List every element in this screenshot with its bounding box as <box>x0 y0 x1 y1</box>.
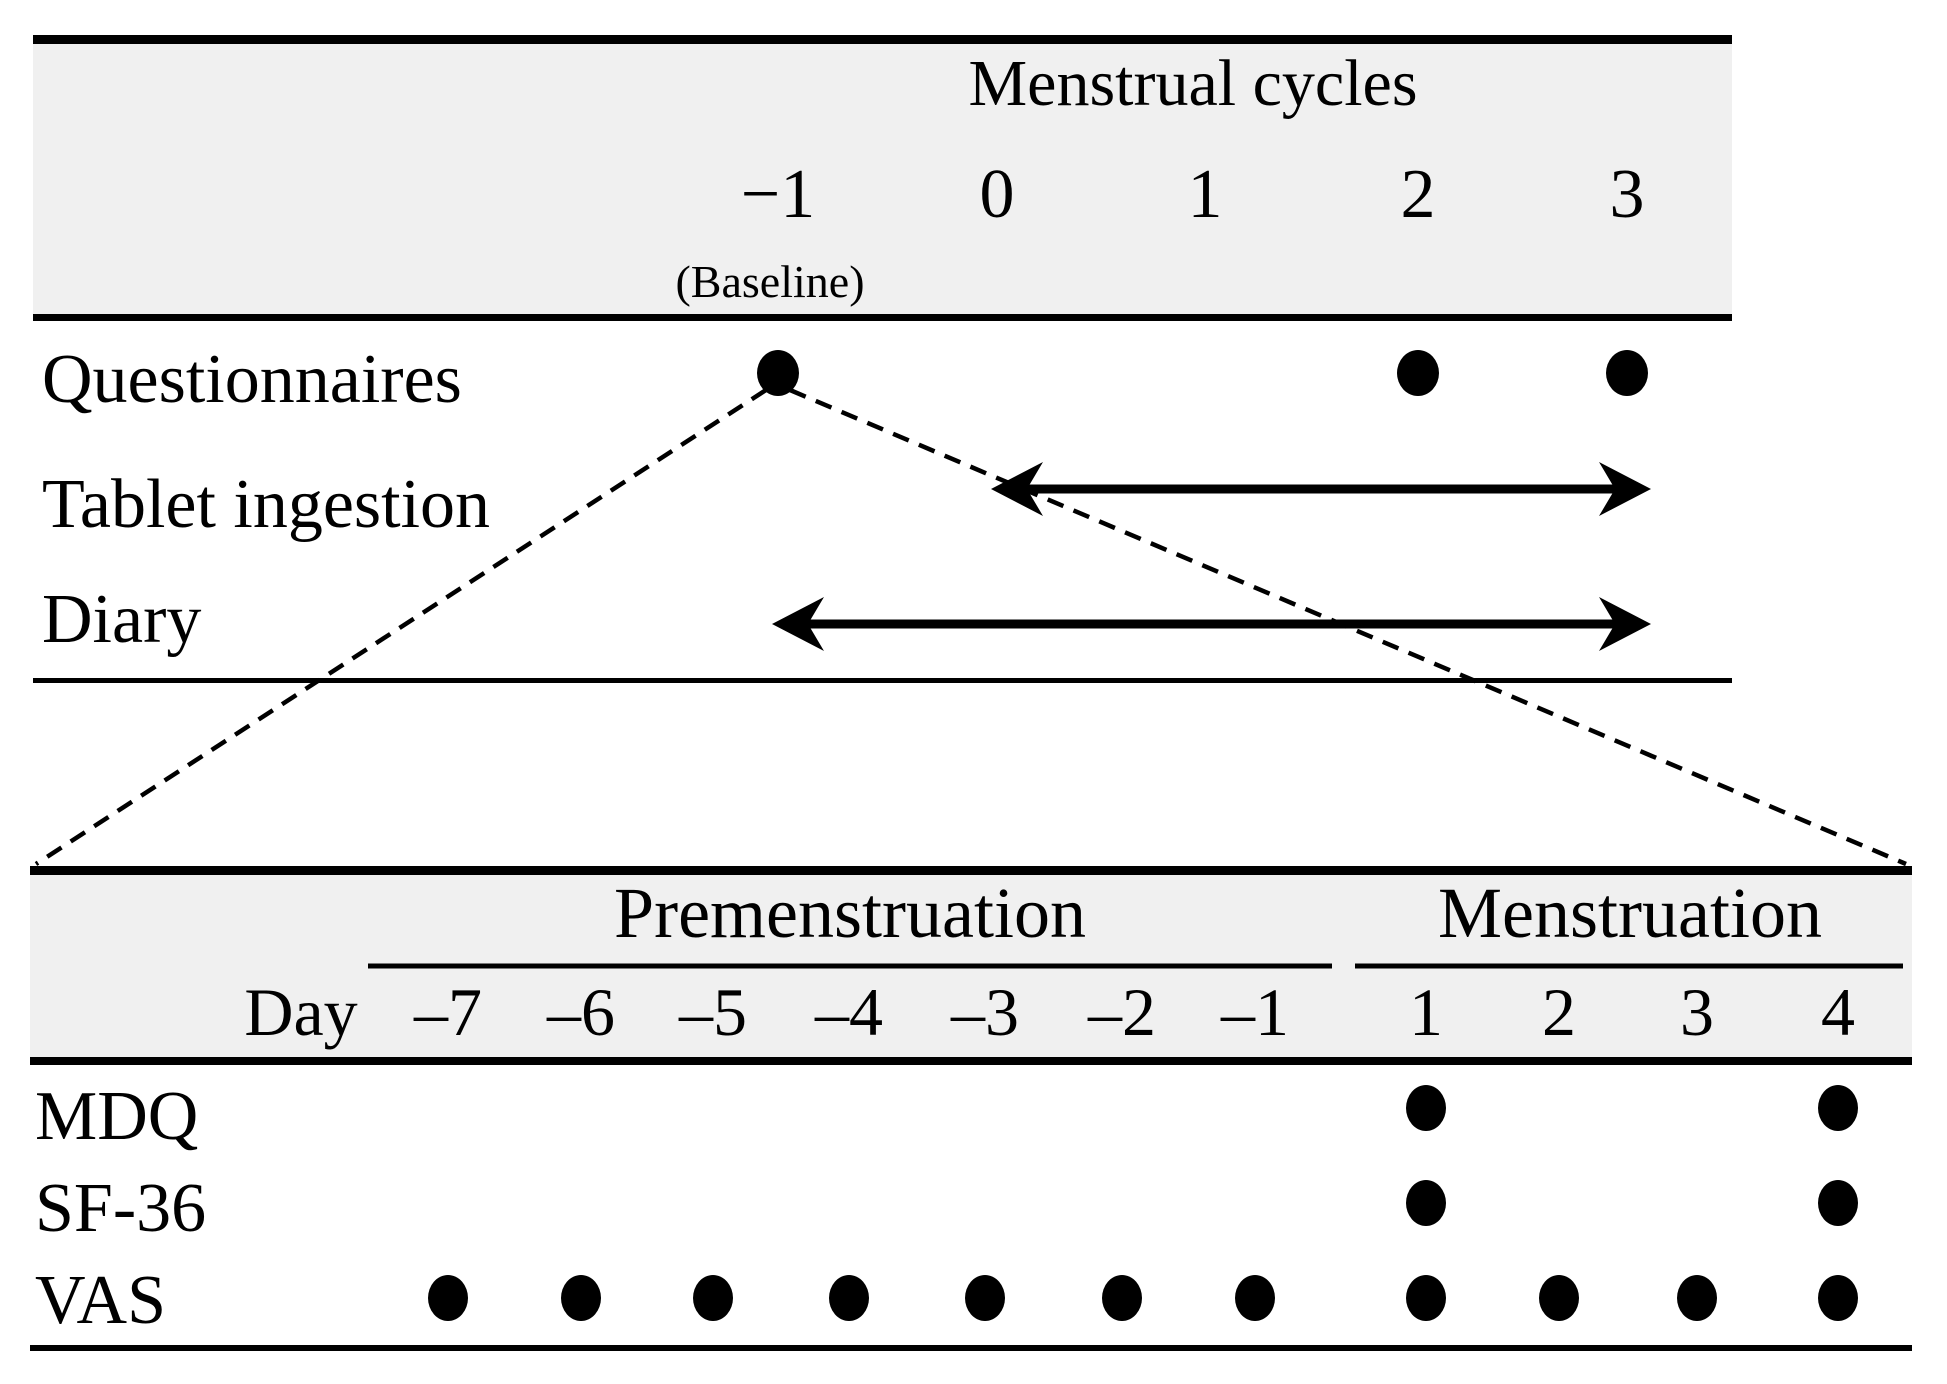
section-header-premenstruation: Premenstruation <box>614 873 1086 953</box>
top-table-bottom-border <box>33 678 1732 683</box>
vas-dot-day-1 <box>1235 1275 1275 1321</box>
mdq-dot-day-1 <box>1406 1085 1446 1131</box>
baseline-callout-dashed-line <box>789 387 1907 867</box>
day-label-2: 2 <box>1542 974 1576 1050</box>
vas-dot-day-3 <box>965 1275 1005 1321</box>
questionnaires-dot-cycle-2 <box>1397 350 1439 396</box>
cycle-label-3: 3 <box>1609 156 1645 233</box>
cycle-label-0: 0 <box>979 156 1015 233</box>
day-label-5: –5 <box>679 974 747 1050</box>
row-label-vas: VAS <box>35 1262 167 1339</box>
cycle-label-1: 1 <box>1187 156 1223 233</box>
section-header-menstruation: Menstruation <box>1438 873 1822 953</box>
sf-36-dot-day-4 <box>1818 1180 1858 1226</box>
row-label-questionnaires: Questionnaires <box>42 341 462 418</box>
cycle-label-1: −1 <box>740 156 816 233</box>
day-label-6: –6 <box>547 974 615 1050</box>
bottom-table-top-border <box>30 866 1912 875</box>
vas-dot-day-2 <box>1539 1275 1579 1321</box>
day-header: Day <box>244 974 358 1050</box>
baseline-note: (Baseline) <box>675 256 865 307</box>
vas-dot-day-1 <box>1406 1275 1446 1321</box>
vas-dot-day-6 <box>561 1275 601 1321</box>
tablet-ingestion-period-arrow-left-arrowhead-icon <box>991 462 1043 516</box>
vas-dot-day-5 <box>693 1275 733 1321</box>
tablet-ingestion-period-arrow-right-arrowhead-icon <box>1599 462 1651 516</box>
vas-dot-day-4 <box>1818 1275 1858 1321</box>
diary-period-arrow-right-arrowhead-icon <box>1599 597 1651 651</box>
bottom-table-header-border <box>30 1057 1912 1065</box>
day-label-4: 4 <box>1821 974 1855 1050</box>
day-label-1: 1 <box>1409 974 1443 1050</box>
day-label-3: 3 <box>1680 974 1714 1050</box>
row-label-diary: Diary <box>42 581 202 658</box>
cycle-label-2: 2 <box>1400 156 1436 233</box>
questionnaires-dot-cycle-1 <box>757 350 799 396</box>
row-label-sf-36: SF-36 <box>35 1170 207 1247</box>
day-label-4: –4 <box>815 974 883 1050</box>
mdq-dot-day-4 <box>1818 1085 1858 1131</box>
questionnaires-dot-cycle-3 <box>1606 350 1648 396</box>
vas-dot-day-2 <box>1102 1275 1142 1321</box>
row-label-tablet-ingestion: Tablet ingestion <box>42 466 491 543</box>
bottom-table-bottom-border <box>30 1345 1912 1351</box>
sf-36-dot-day-1 <box>1406 1180 1446 1226</box>
top-table-top-border <box>33 35 1732 44</box>
vas-dot-day-3 <box>1677 1275 1717 1321</box>
day-label-7: –7 <box>414 974 482 1050</box>
baseline-callout-dashed-line <box>34 388 768 866</box>
diary-period-arrow-left-arrowhead-icon <box>772 597 824 651</box>
top-table-title: Menstrual cycles <box>968 47 1418 120</box>
day-label-1: –1 <box>1221 974 1289 1050</box>
top-table-header-band <box>33 44 1732 314</box>
row-label-mdq: MDQ <box>35 1078 199 1155</box>
vas-dot-day-7 <box>428 1275 468 1321</box>
day-label-2: –2 <box>1088 974 1156 1050</box>
vas-dot-day-4 <box>829 1275 869 1321</box>
day-label-3: –3 <box>951 974 1019 1050</box>
top-table-header-border <box>33 314 1732 321</box>
